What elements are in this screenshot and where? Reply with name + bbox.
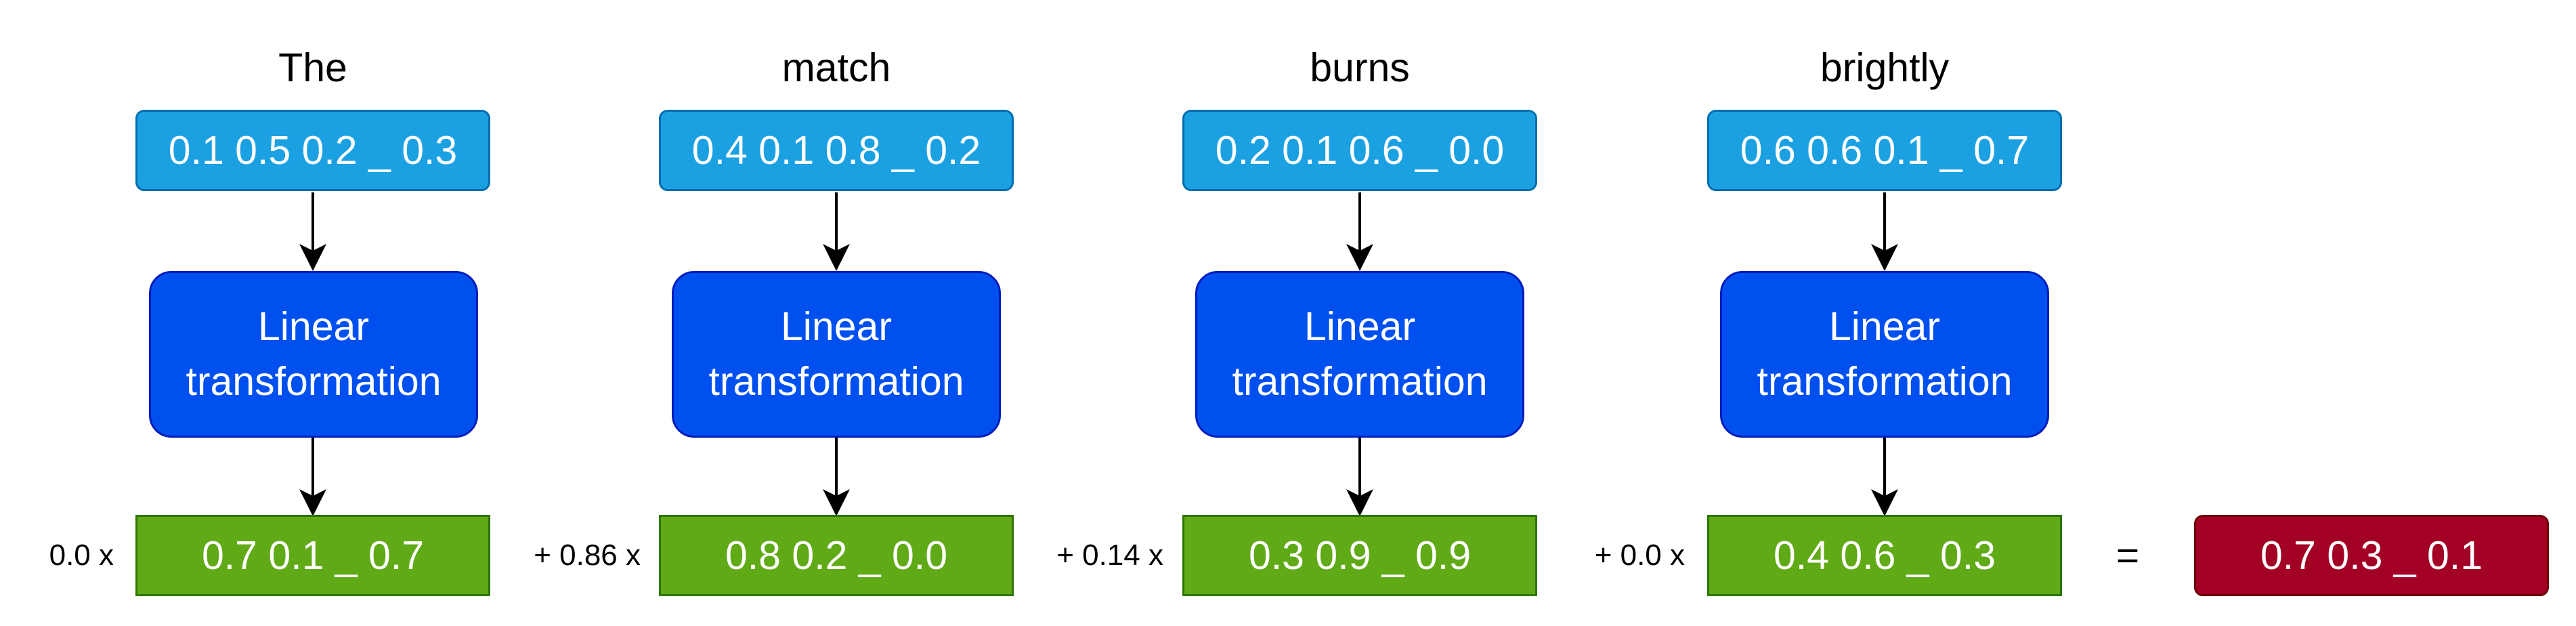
linear-label-line2: transformation	[1232, 359, 1488, 404]
word-label-match: match	[781, 45, 891, 90]
linear-transformation-box-burns: Linear transformation	[1195, 271, 1524, 438]
coefficient-label-burns: + 0.14 x	[1056, 539, 1163, 572]
linear-transformation-box-brightly: Linear transformation	[1720, 271, 2049, 438]
coefficient-label-brightly: + 0.0 x	[1594, 539, 1685, 572]
linear-label-line1: Linear	[1304, 304, 1415, 349]
linear-transformation-box-the: Linear transformation	[149, 271, 478, 438]
linear-label-line2: transformation	[186, 359, 442, 404]
linear-label-line2: transformation	[708, 359, 964, 404]
word-label-brightly: brightly	[1820, 45, 1950, 90]
result-box: 0.7 0.3 _ 0.1	[2194, 515, 2549, 596]
embedding-box-brightly: 0.6 0.6 0.1 _ 0.7	[1707, 110, 2062, 191]
output-box-brightly: 0.4 0.6 _ 0.3	[1707, 515, 2062, 596]
output-box-burns: 0.3 0.9 _ 0.9	[1182, 515, 1537, 596]
word-label-the: The	[278, 45, 347, 90]
embedding-box-the: 0.1 0.5 0.2 _ 0.3	[135, 110, 490, 191]
embedding-box-burns: 0.2 0.1 0.6 _ 0.0	[1182, 110, 1537, 191]
linear-label-line1: Linear	[780, 304, 892, 349]
coefficient-label-the: 0.0 x	[49, 539, 114, 572]
embedding-box-match: 0.4 0.1 0.8 _ 0.2	[659, 110, 1014, 191]
linear-transformation-box-match: Linear transformation	[672, 271, 1001, 438]
output-box-the: 0.7 0.1 _ 0.7	[135, 515, 490, 596]
linear-label-line1: Linear	[257, 304, 369, 349]
word-label-burns: burns	[1310, 45, 1410, 90]
equals-sign: =	[2116, 533, 2140, 578]
coefficient-label-match: + 0.86 x	[534, 539, 641, 572]
linear-label-line1: Linear	[1828, 304, 1940, 349]
output-box-match: 0.8 0.2 _ 0.0	[659, 515, 1014, 596]
linear-label-line2: transformation	[1757, 359, 2013, 404]
